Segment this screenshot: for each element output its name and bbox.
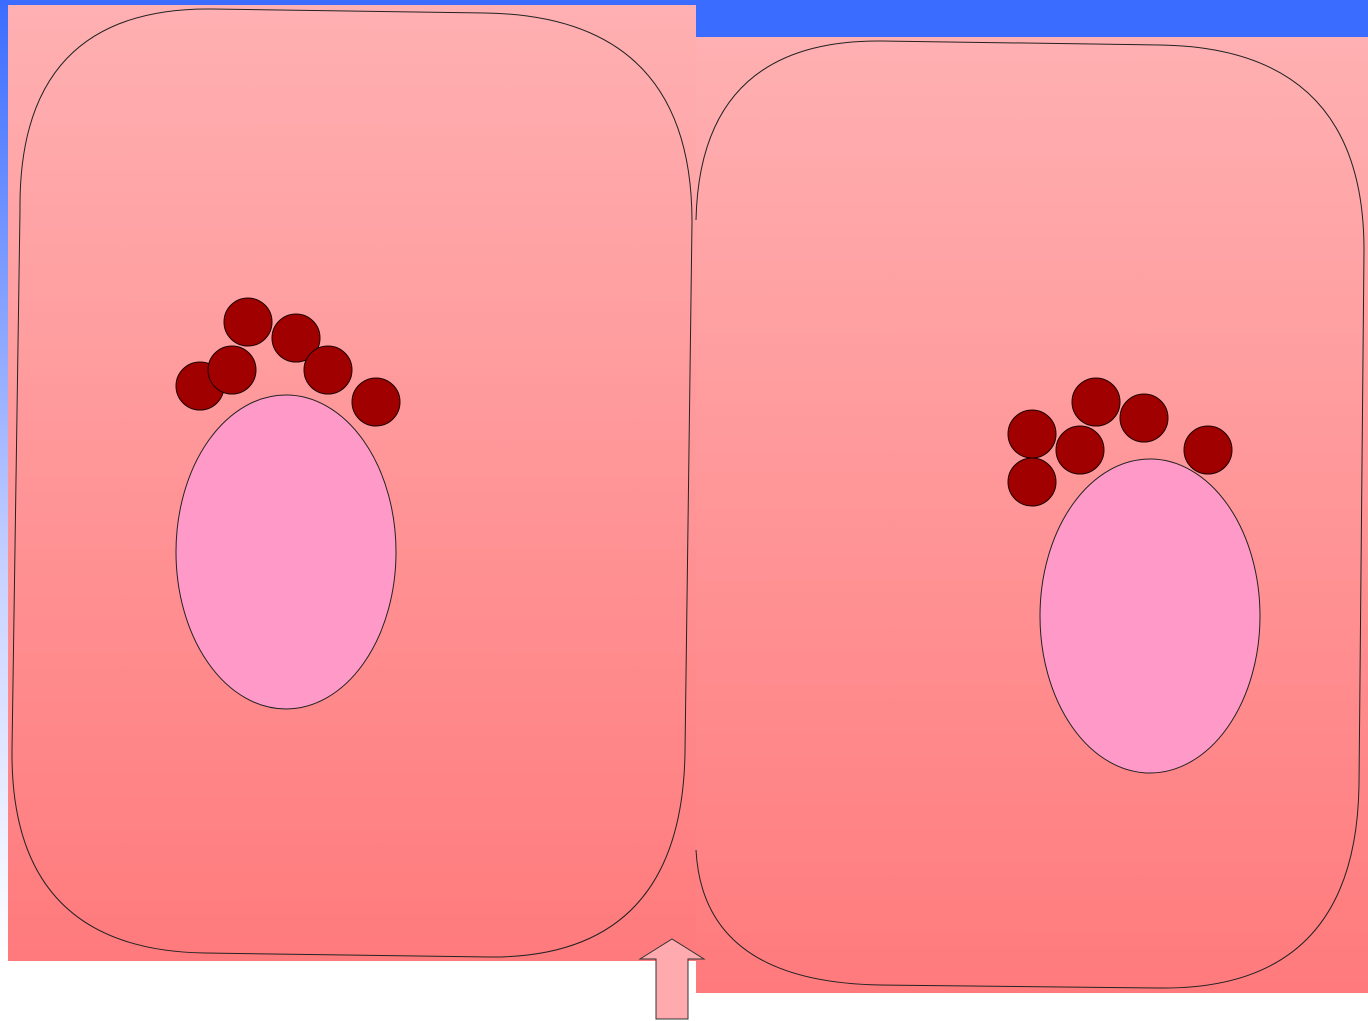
granule [208,346,256,394]
right-nucleus [1040,459,1260,773]
granule [1184,426,1232,474]
granule [1056,426,1104,474]
granule [1072,378,1120,426]
granule [304,346,352,394]
left-nucleus [176,395,396,709]
granule [1008,458,1056,506]
slide-top-bar-right [696,0,1368,37]
slide-left-edge [0,0,9,960]
granule [352,378,400,426]
granule [1120,394,1168,442]
lower-left-blank [0,961,696,1021]
granule [1008,410,1056,458]
right-panel-backdrop [696,37,1368,993]
granule [224,298,272,346]
